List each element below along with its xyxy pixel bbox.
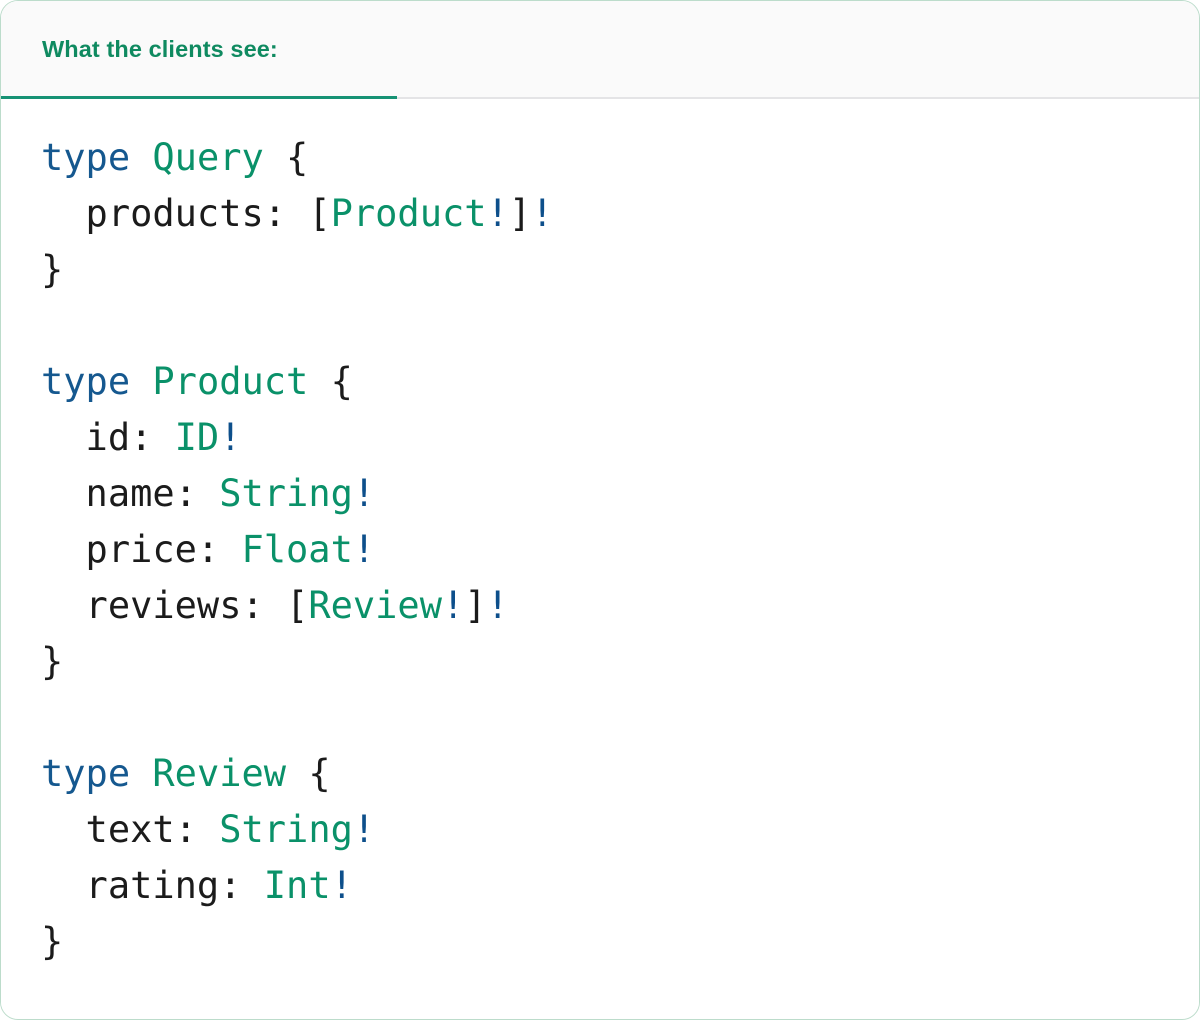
code-line: type Query { bbox=[41, 130, 1199, 186]
code-token-bang: ! bbox=[352, 528, 376, 571]
code-line bbox=[41, 298, 1199, 354]
code-token-pun: [ bbox=[286, 584, 309, 627]
code-token-name: text: bbox=[41, 808, 220, 851]
code-line: id: ID! bbox=[41, 410, 1199, 466]
code-token-bang: ! bbox=[486, 192, 509, 235]
code-token-name: id: bbox=[41, 416, 175, 459]
code-token-type: Review bbox=[152, 752, 287, 795]
code-token-pun: ] bbox=[464, 584, 487, 627]
code-line: price: Float! bbox=[41, 522, 1199, 578]
code-token-pun: } bbox=[41, 920, 64, 963]
code-token-pun: } bbox=[41, 640, 64, 683]
code-line: } bbox=[41, 634, 1199, 690]
code-token-pun: ] bbox=[508, 192, 532, 235]
code-token-bang: ! bbox=[531, 192, 554, 235]
code-token-type: Float bbox=[241, 528, 353, 571]
code-token-name: reviews: bbox=[41, 584, 287, 627]
code-line: } bbox=[41, 914, 1199, 970]
code-token-pun bbox=[130, 360, 152, 403]
code-token-type: Int bbox=[263, 864, 331, 907]
tab-active-underline bbox=[1, 96, 397, 100]
tab-bar: What the clients see: bbox=[1, 1, 1199, 100]
code-token-name: price: bbox=[41, 528, 242, 571]
code-token-bang: ! bbox=[219, 416, 242, 459]
code-line: products: [Product!]! bbox=[41, 186, 1199, 242]
code-token-type: String bbox=[219, 472, 353, 515]
code-token-type: ID bbox=[174, 416, 220, 459]
code-line: rating: Int! bbox=[41, 858, 1199, 914]
code-token-type: Product bbox=[152, 360, 309, 403]
code-line: text: String! bbox=[41, 802, 1199, 858]
tab-label: What the clients see: bbox=[42, 35, 278, 62]
code-line bbox=[41, 690, 1199, 746]
tab-what-the-clients-see[interactable]: What the clients see: bbox=[1, 1, 397, 100]
code-token-type: String bbox=[219, 808, 353, 851]
code-token-pun: } bbox=[41, 248, 64, 291]
code-token-pun bbox=[130, 752, 152, 795]
code-token-type: Query bbox=[152, 136, 264, 179]
code-token-pun bbox=[130, 136, 152, 179]
code-line: type Product { bbox=[41, 354, 1199, 410]
code-token-name: rating: bbox=[41, 864, 264, 907]
code-token-bang: ! bbox=[352, 472, 376, 515]
code-line: name: String! bbox=[41, 466, 1199, 522]
code-token-name: name: bbox=[41, 472, 220, 515]
code-token-bang: ! bbox=[441, 584, 465, 627]
code-token-type: Product bbox=[330, 192, 487, 235]
code-panel[interactable]: type Query { products: [Product!]!} type… bbox=[1, 99, 1199, 1017]
code-token-bang: ! bbox=[352, 808, 376, 851]
code-token-bang: ! bbox=[486, 584, 509, 627]
code-token-bang: ! bbox=[330, 864, 353, 907]
code-token-pun: { bbox=[263, 136, 309, 179]
code-line: reviews: [Review!]! bbox=[41, 578, 1199, 634]
code-token-type: Review bbox=[308, 584, 442, 627]
code-token-kw: type bbox=[41, 136, 131, 179]
code-token-kw: type bbox=[41, 360, 131, 403]
code-line: } bbox=[41, 242, 1199, 298]
code-token-kw: type bbox=[41, 752, 131, 795]
code-token-pun: { bbox=[286, 752, 331, 795]
code-token-pun: { bbox=[308, 360, 353, 403]
code-line: type Review { bbox=[41, 746, 1199, 802]
graphql-schema-code: type Query { products: [Product!]!} type… bbox=[41, 130, 1199, 970]
code-token-name: products: bbox=[41, 192, 309, 235]
code-token-pun: [ bbox=[308, 192, 331, 235]
